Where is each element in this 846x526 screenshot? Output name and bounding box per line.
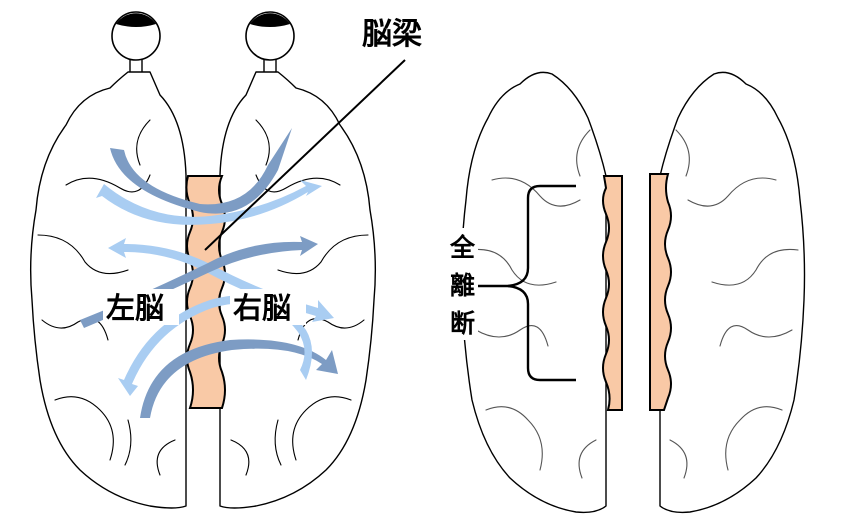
fold — [292, 396, 352, 461]
fold — [485, 406, 543, 471]
fold — [37, 234, 129, 275]
fold — [277, 234, 369, 275]
fold — [136, 119, 151, 166]
left-brain-label: 左脳 — [106, 291, 164, 325]
fold — [469, 248, 557, 286]
right-eye-icon — [245, 11, 295, 77]
severance-char-2: 離 — [450, 271, 475, 300]
arrow — [96, 180, 322, 225]
arrow — [118, 295, 312, 396]
fold — [669, 439, 688, 479]
corpus-callosum-left-half — [602, 175, 623, 411]
fold — [274, 419, 282, 466]
arrow — [110, 128, 292, 214]
right-hemisphere-severed — [659, 71, 806, 514]
arrow — [140, 339, 338, 418]
left-brain-label-bg — [103, 289, 179, 325]
right-brain-label-bg — [230, 289, 306, 325]
severance-label-bg — [446, 228, 478, 340]
fold — [675, 129, 690, 177]
split-brain-figure: 全 離 断 — [446, 71, 806, 514]
callosum-pointer-line — [204, 59, 406, 251]
fold — [230, 439, 250, 476]
fold — [687, 177, 777, 207]
corpus-callosum-label: 脳梁 — [362, 17, 422, 52]
fold — [41, 318, 109, 341]
fold — [719, 325, 793, 347]
fold — [156, 439, 176, 476]
fold — [54, 396, 114, 461]
right-brain-label: 右脳 — [233, 291, 291, 325]
fold — [297, 318, 365, 341]
fold — [576, 129, 591, 177]
fold — [255, 119, 270, 166]
corpus-callosum-right-half — [649, 173, 672, 411]
fold — [124, 419, 132, 466]
fold — [725, 406, 783, 471]
fold — [578, 439, 597, 479]
fold — [711, 248, 799, 286]
left-eye-icon — [111, 11, 161, 77]
severance-char-1: 全 — [449, 233, 476, 262]
left-hemisphere-severed — [460, 71, 607, 514]
fold — [491, 177, 581, 207]
intact-brain-figure: 左脳 右脳 脳梁 — [29, 11, 422, 509]
fold — [475, 325, 549, 347]
severance-char-3: 断 — [450, 309, 475, 338]
